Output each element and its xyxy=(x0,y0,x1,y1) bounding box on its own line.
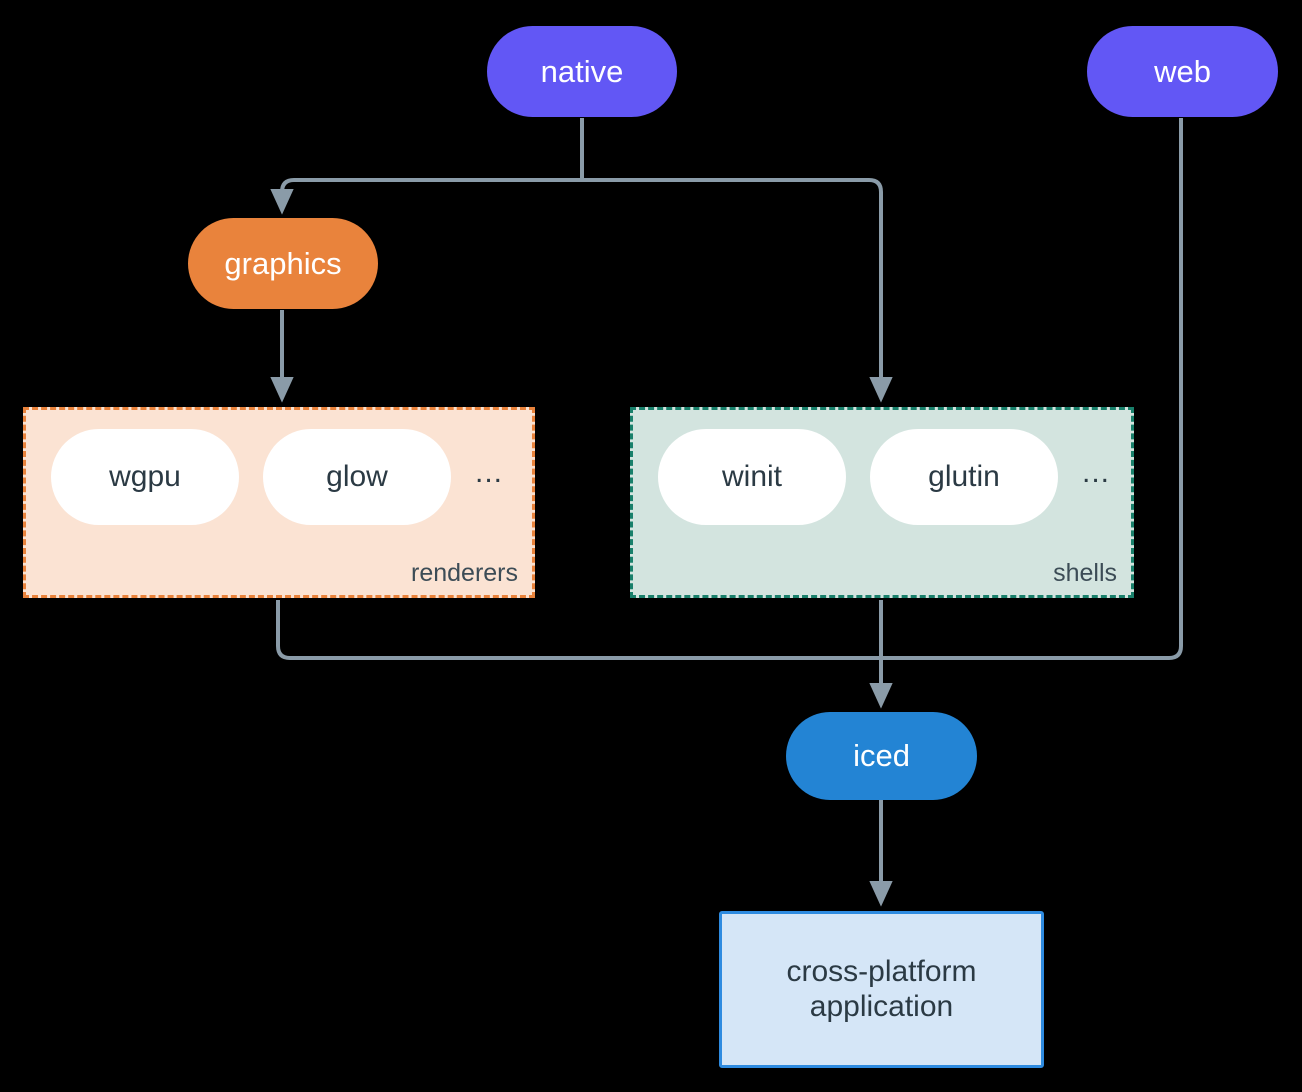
node-graphics-label: graphics xyxy=(224,245,342,281)
node-cross-platform-application[interactable]: cross-platform application xyxy=(719,911,1044,1068)
edge-native-to-graphics xyxy=(270,178,582,215)
edge-native-to-shells xyxy=(582,178,893,403)
node-iced[interactable]: iced xyxy=(786,712,977,800)
chip-glow-label: glow xyxy=(326,460,388,493)
edge-web-to-iced xyxy=(881,118,1183,660)
group-renderers: wgpu glow ... renderers xyxy=(23,407,535,598)
node-iced-label: iced xyxy=(853,738,910,774)
group-renderers-items: wgpu glow ... xyxy=(26,429,503,525)
edge-renderers-to-iced xyxy=(276,600,881,660)
renderers-overflow-ellipsis: ... xyxy=(475,456,504,489)
chip-winit-label: winit xyxy=(721,460,782,493)
chip-wgpu-label: wgpu xyxy=(109,460,181,493)
node-graphics[interactable]: graphics xyxy=(188,218,378,309)
node-native[interactable]: native xyxy=(487,26,677,117)
node-application-label: cross-platform application xyxy=(786,955,977,1023)
node-native-label: native xyxy=(540,53,624,89)
chip-glutin-label: glutin xyxy=(928,460,1000,493)
chip-wgpu[interactable]: wgpu xyxy=(51,429,239,525)
chip-winit[interactable]: winit xyxy=(658,429,846,525)
group-shells-caption: shells xyxy=(1053,559,1117,587)
node-web[interactable]: web xyxy=(1087,26,1278,117)
chip-glutin[interactable]: glutin xyxy=(870,429,1058,525)
group-renderers-caption: renderers xyxy=(411,559,518,587)
group-shells-items: winit glutin ... xyxy=(633,429,1110,525)
chip-glow[interactable]: glow xyxy=(263,429,451,525)
shells-overflow-ellipsis: ... xyxy=(1082,456,1111,489)
node-web-label: web xyxy=(1154,53,1211,89)
group-shells: winit glutin ... shells xyxy=(630,407,1134,598)
